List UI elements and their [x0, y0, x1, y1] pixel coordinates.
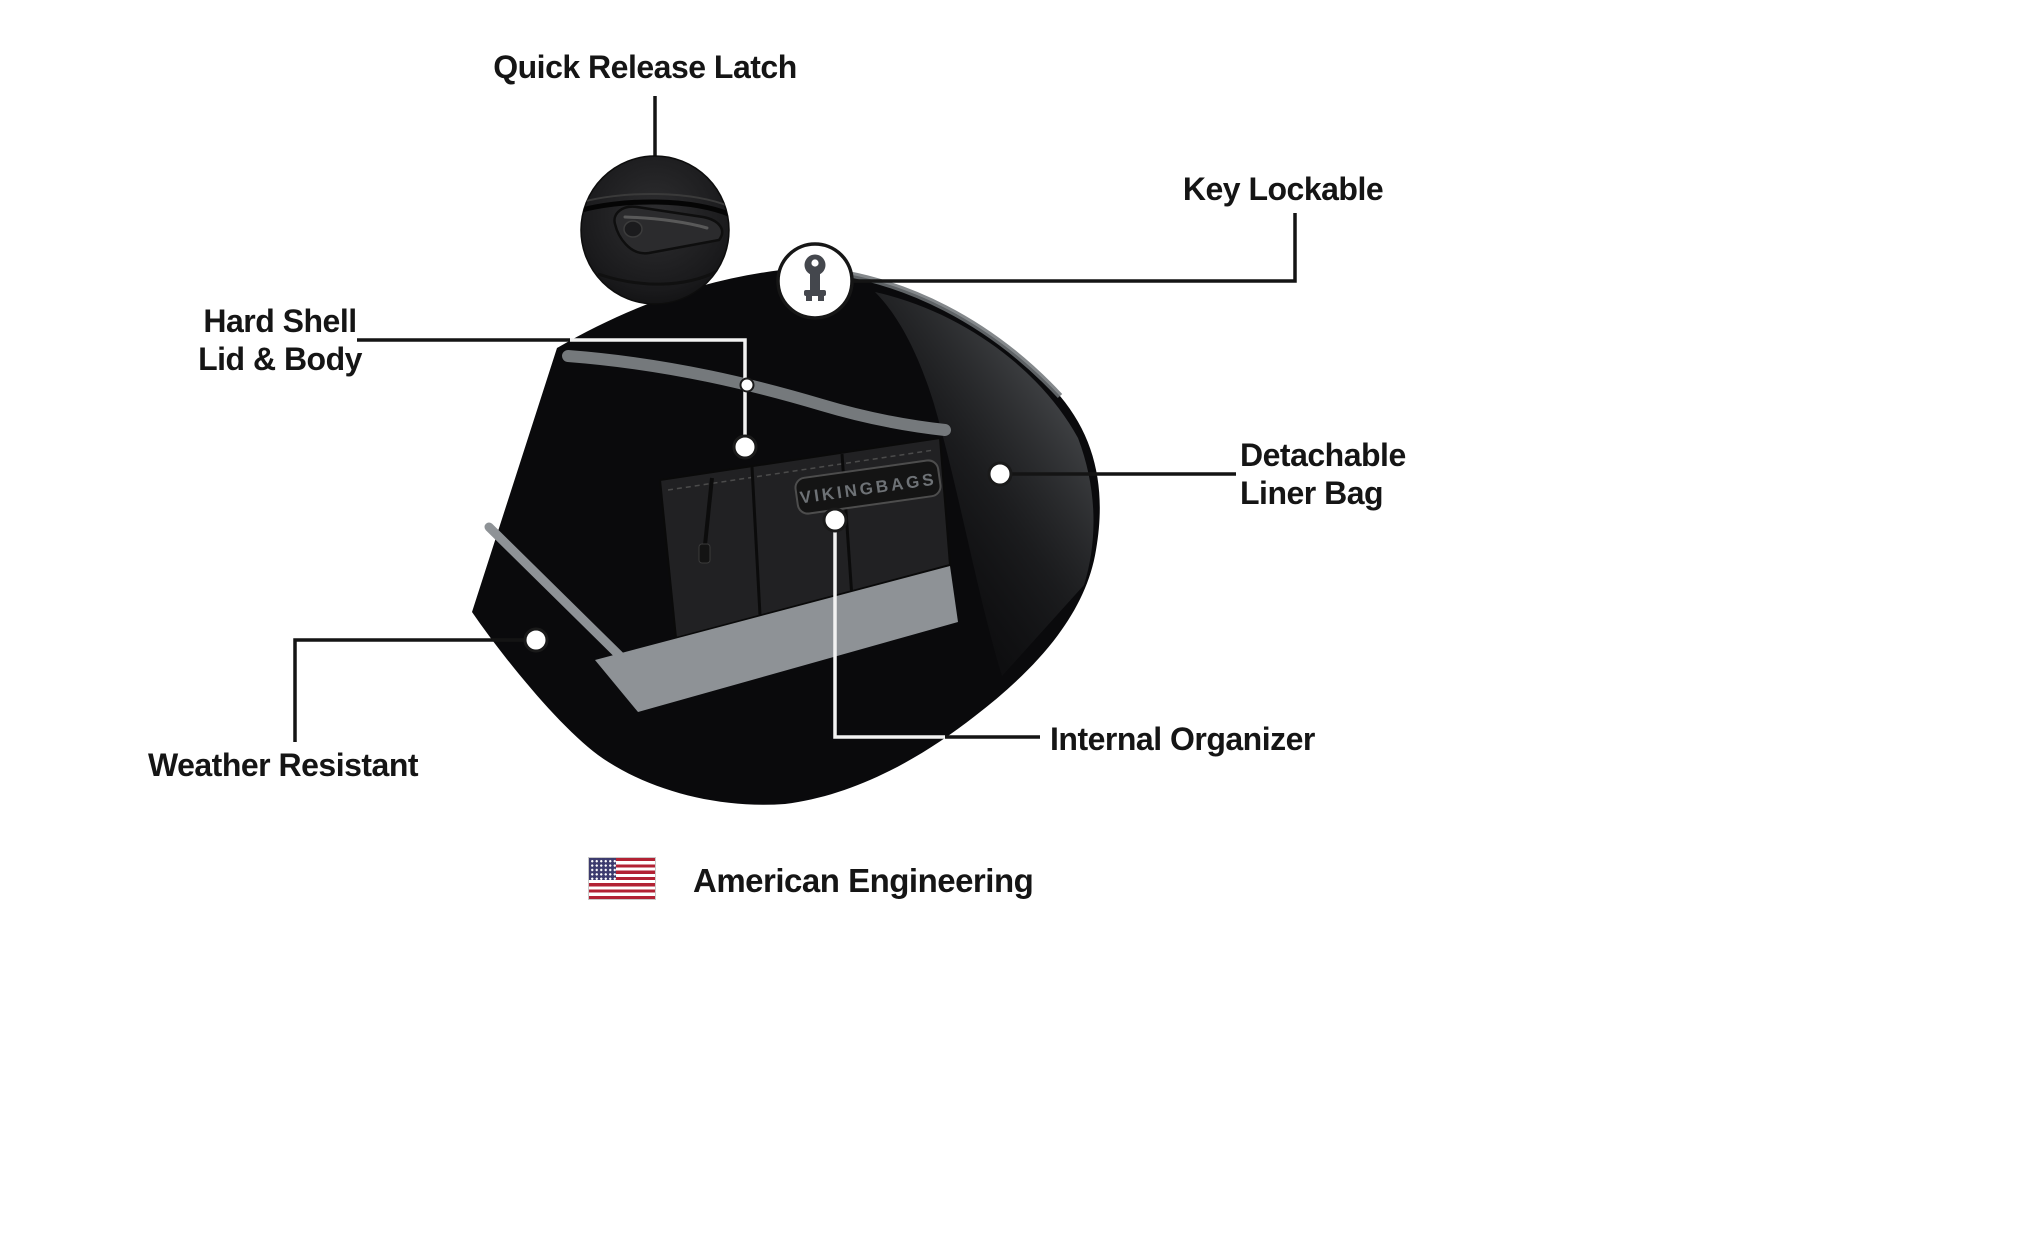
latch-inset [580, 155, 730, 305]
marker-weather-resistant [523, 627, 549, 653]
latch-seam-highlight [581, 192, 729, 209]
leader-hard-shell-inner [570, 338, 747, 446]
marker-hard-shell-seam-dot [739, 377, 755, 393]
callout-detachable-liner-bag: Detachable Liner Bag [1240, 436, 1540, 512]
callout-hard-shell-line1: Hard Shell [203, 303, 357, 339]
callout-internal-organizer: Internal Organizer [1050, 720, 1450, 758]
latch-hub [623, 220, 643, 238]
saddlebag-illustration: VIKINGBAGS [472, 265, 1100, 805]
callout-key-lockable: Key Lockable [1083, 170, 1483, 208]
leader-organizer-inner [833, 531, 945, 739]
zipper-cord [703, 477, 714, 546]
lid-trim [562, 350, 951, 436]
saddlebag-gloss [875, 292, 1094, 676]
callout-quick-release-latch-text: Quick Release Latch [493, 49, 797, 85]
latch-seam [581, 199, 729, 219]
brand-badge-plate [794, 459, 942, 515]
callout-hard-shell: Hard Shell Lid & Body [105, 302, 455, 378]
liner-floor [595, 566, 958, 712]
flag-canton [589, 858, 616, 880]
callout-detachable-line1: Detachable [1240, 437, 1406, 473]
key-icon [804, 254, 826, 301]
american-engineering-text: American Engineering [693, 862, 1034, 899]
marker-detachable-liner [987, 461, 1013, 487]
us-flag-icon [588, 857, 656, 900]
organizer-seam-1 [750, 466, 762, 616]
latch-handle-highlight [623, 215, 709, 230]
callout-key-lockable-text: Key Lockable [1182, 171, 1384, 207]
callout-weather-resistant: Weather Resistant [108, 746, 458, 784]
zipper-pull [698, 543, 711, 564]
leader-weather [293, 638, 524, 742]
marker-hard-shell [732, 434, 758, 460]
point-markers [523, 377, 1013, 653]
american-engineering-label: American Engineering [693, 862, 1253, 900]
key-lockable-marker [776, 242, 854, 320]
leader-lines [293, 96, 1297, 742]
left-trim-stripe [484, 522, 629, 665]
marker-internal-organizer [822, 507, 848, 533]
callout-quick-release-latch: Quick Release Latch [435, 48, 855, 86]
callout-detachable-line2: Liner Bag [1240, 475, 1384, 511]
callout-internal-organizer-text: Internal Organizer [1050, 721, 1315, 757]
callout-hard-shell-line2: Lid & Body [198, 341, 362, 377]
latch-texture-line [597, 269, 719, 286]
callout-weather-resistant-text: Weather Resistant [147, 747, 419, 783]
leader-key-lockable [851, 213, 1297, 283]
